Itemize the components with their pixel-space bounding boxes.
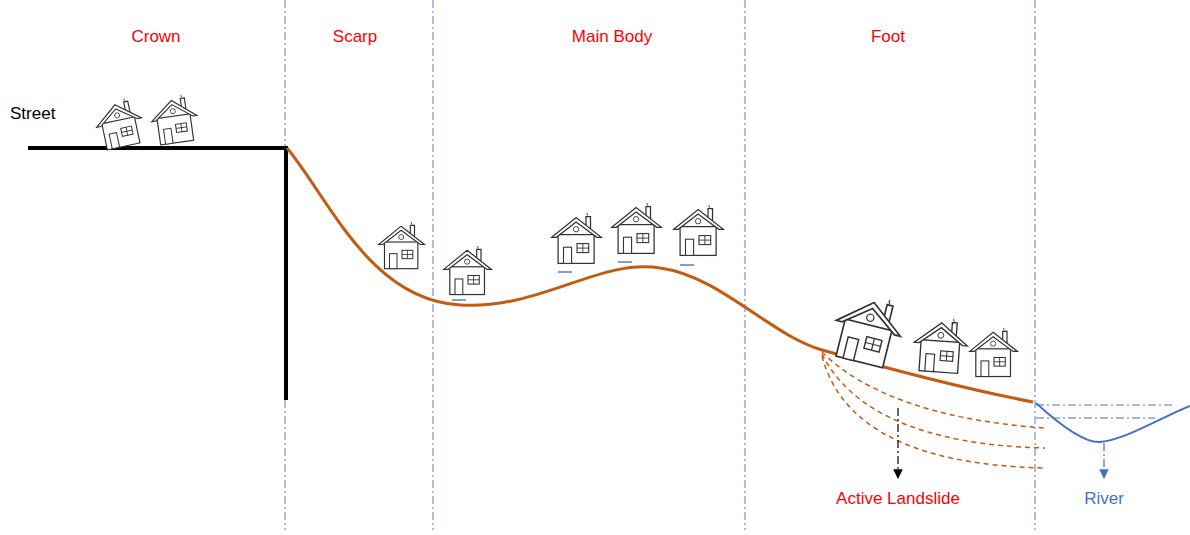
tilted-house [828, 283, 910, 370]
house [379, 218, 425, 269]
house [552, 209, 602, 264]
ground-profile [287, 148, 1033, 402]
callout-label: River [1084, 489, 1124, 509]
zone-divider [745, 0, 746, 530]
tilted-house [91, 92, 146, 151]
street-label: Street [10, 104, 55, 124]
zone-label: Crown [131, 27, 180, 47]
house-base [452, 299, 466, 301]
zone-label: Main Body [572, 27, 652, 47]
river-bed [1036, 403, 1190, 442]
callout-label: Active Landslide [836, 489, 960, 509]
house-base [680, 264, 694, 266]
zone-divider [285, 0, 286, 530]
house [912, 311, 969, 374]
leader-arrow [1103, 443, 1104, 478]
house [612, 199, 662, 254]
water-level [1036, 418, 1155, 419]
river-channel [1036, 403, 1190, 478]
zone-divider [433, 0, 434, 530]
houses [91, 89, 1017, 377]
tilted-house [148, 89, 200, 146]
zone-label: Foot [871, 27, 905, 47]
slip-surface [822, 356, 1045, 468]
leader-arrow [897, 408, 898, 478]
house [970, 324, 1018, 377]
water-level [1036, 405, 1175, 406]
retaining-wall [284, 148, 288, 400]
house [444, 242, 492, 295]
street-surface [28, 146, 288, 150]
zone-divider [1035, 0, 1036, 530]
zone-label: Scarp [333, 27, 377, 47]
house [674, 201, 724, 256]
house-base [558, 271, 572, 273]
house-base [618, 261, 632, 263]
